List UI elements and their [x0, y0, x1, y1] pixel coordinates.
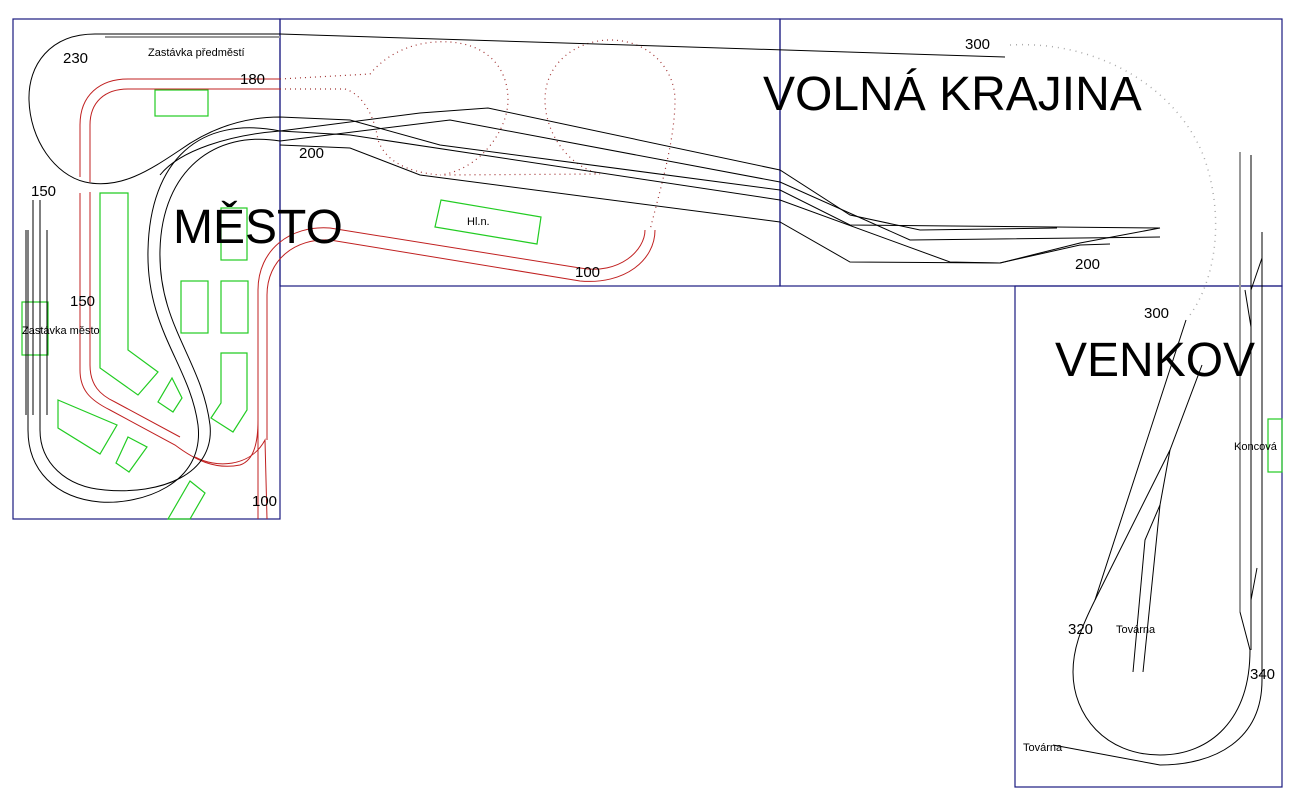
building [157, 376, 183, 413]
height-label: 150 [31, 183, 56, 200]
main-tracks [25, 33, 1263, 766]
region-label-countryside: VENKOV [1055, 334, 1255, 387]
height-label: 230 [63, 50, 88, 67]
upper-track [79, 39, 676, 520]
height-label: 300 [965, 36, 990, 53]
height-label: 100 [575, 264, 600, 281]
building [180, 280, 209, 334]
station-label: Továrna [1116, 624, 1156, 636]
board-city [12, 18, 281, 520]
station-label: Hl.n. [467, 216, 490, 228]
building-terminal [1267, 418, 1283, 473]
building-city-stop [21, 301, 49, 356]
height-label: 100 [252, 493, 277, 510]
height-label: 180 [240, 71, 265, 88]
labels: MĚSTO VOLNÁ KRAJINA VENKOV Zastávka před… [22, 36, 1278, 754]
baseboards [12, 18, 1283, 788]
region-label-city: MĚSTO [173, 201, 343, 254]
board-middle [279, 18, 781, 287]
height-label: 150 [70, 293, 95, 310]
station-label: Zastávka předměstí [148, 47, 245, 59]
station-label: Koncová [1234, 441, 1278, 453]
region-label-open-country: VOLNÁ KRAJINA [763, 68, 1142, 121]
height-label: 340 [1250, 666, 1275, 683]
building [166, 480, 206, 520]
building [115, 436, 148, 473]
buildings [21, 89, 1283, 520]
building [154, 89, 209, 117]
height-label: 320 [1068, 621, 1093, 638]
station-label: Továrna [1023, 742, 1063, 754]
height-label: 200 [299, 145, 324, 162]
building [99, 192, 159, 396]
building [57, 399, 118, 455]
building [220, 207, 248, 261]
building-main-station [434, 199, 542, 245]
building [220, 280, 249, 334]
building [210, 352, 248, 433]
height-label: 200 [1075, 256, 1100, 273]
height-label: 300 [1144, 305, 1169, 322]
board-countryside [1014, 285, 1283, 788]
station-label: Zastávka město [22, 325, 100, 337]
board-right-top [779, 18, 1283, 287]
